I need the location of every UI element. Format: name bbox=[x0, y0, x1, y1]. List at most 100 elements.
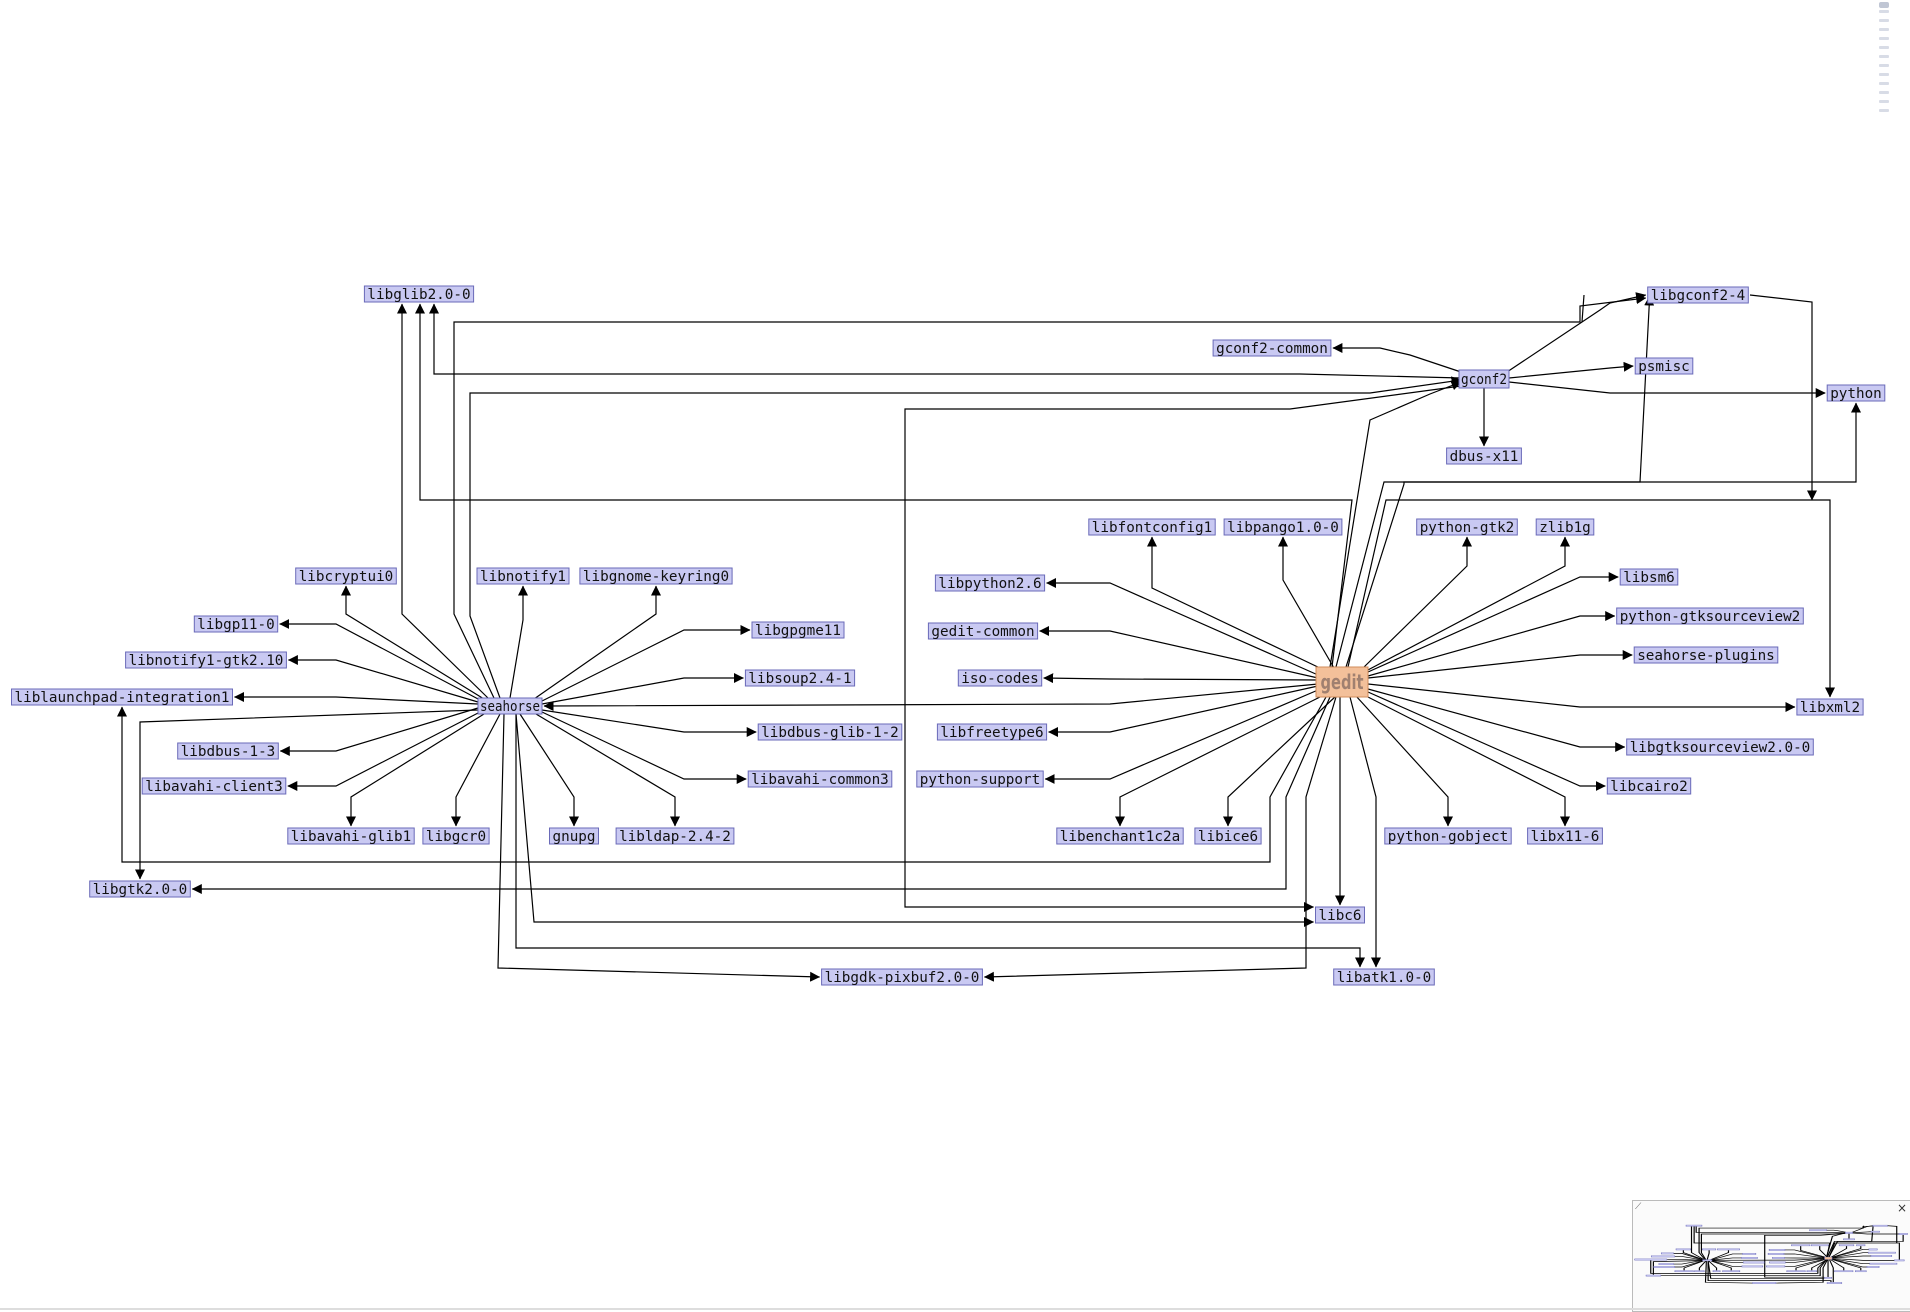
node-zlib1g[interactable]: zlib1g bbox=[1536, 519, 1594, 536]
node-label: libpango1.0-0 bbox=[1227, 520, 1339, 536]
node-label: libgtk2.0-0 bbox=[93, 882, 188, 898]
node-libgtk2[interactable]: libgtk2.0-0 bbox=[90, 881, 191, 898]
minimap-node bbox=[1753, 1282, 1776, 1283]
node-libsm6[interactable]: libsm6 bbox=[1620, 569, 1678, 586]
zoom-tick bbox=[1879, 64, 1889, 67]
node-gnupg[interactable]: gnupg bbox=[550, 828, 599, 845]
node-gconf2[interactable]: gconf2 bbox=[1459, 370, 1509, 388]
minimap-edge bbox=[1827, 1230, 1846, 1232]
node-libenchant[interactable]: libenchant1c2a bbox=[1057, 828, 1183, 845]
e-gedit-libfreetype bbox=[1049, 686, 1318, 732]
e-seahorse-libsoup bbox=[542, 678, 743, 704]
node-label: libnotify1-gtk2.10 bbox=[129, 653, 284, 669]
node-libavahiclient[interactable]: libavahi-client3 bbox=[142, 778, 286, 795]
minimap-node bbox=[1723, 1271, 1740, 1272]
node-libxml2[interactable]: libxml2 bbox=[1797, 699, 1863, 716]
zoom-knob[interactable] bbox=[1879, 2, 1889, 8]
node-libgconf2[interactable]: libgconf2-4 bbox=[1648, 287, 1749, 304]
node-pythongobject[interactable]: python-gobject bbox=[1385, 828, 1511, 845]
node-libfreetype[interactable]: libfreetype6 bbox=[937, 724, 1046, 741]
node-libnotifygtk[interactable]: libnotify1-gtk2.10 bbox=[126, 652, 287, 669]
node-libgtksourceview[interactable]: libgtksourceview2.0-0 bbox=[1627, 739, 1814, 756]
minimap-node bbox=[1844, 1239, 1855, 1240]
node-libnotify1[interactable]: libnotify1 bbox=[477, 568, 569, 585]
minimap-edge bbox=[1712, 1258, 1825, 1260]
e-seahorse-libavahicommon bbox=[542, 712, 746, 779]
minimap-node bbox=[1651, 1256, 1674, 1257]
node-libsoup[interactable]: libsoup2.4-1 bbox=[745, 670, 854, 687]
minimap-node bbox=[1791, 1245, 1809, 1246]
minimap-node bbox=[1899, 1233, 1907, 1234]
node-seahorseplugins[interactable]: seahorse-plugins bbox=[1634, 647, 1778, 664]
node-label: libx11-6 bbox=[1531, 829, 1600, 845]
node-geditcommon[interactable]: gedit-common bbox=[928, 623, 1037, 640]
minimap-node bbox=[1702, 1249, 1715, 1250]
node-libc6[interactable]: libc6 bbox=[1316, 907, 1365, 924]
node-libx11[interactable]: libx11-6 bbox=[1528, 828, 1603, 845]
node-libgnomekeyring[interactable]: libgnome-keyring0 bbox=[580, 568, 732, 585]
node-pythongtksourceview[interactable]: python-gtksourceview2 bbox=[1617, 608, 1804, 625]
node-libgpgme[interactable]: libgpgme11 bbox=[752, 622, 844, 639]
e-gedit-libpango bbox=[1283, 537, 1334, 668]
node-libavahiglib[interactable]: libavahi-glib1 bbox=[288, 828, 414, 845]
node-libatk[interactable]: libatk1.0-0 bbox=[1334, 969, 1435, 986]
node-label: libatk1.0-0 bbox=[1337, 970, 1432, 986]
zoom-tick bbox=[1879, 100, 1889, 103]
node-gedit[interactable]: gedit bbox=[1316, 667, 1368, 697]
zoom-tick bbox=[1879, 19, 1889, 22]
node-libpango[interactable]: libpango1.0-0 bbox=[1224, 519, 1342, 536]
overview-panel[interactable]: ⟋ × bbox=[1632, 1200, 1910, 1312]
zoom-tick bbox=[1879, 91, 1889, 94]
node-libglib2[interactable]: libglib2.0-0 bbox=[364, 286, 473, 303]
node-psmisc[interactable]: psmisc bbox=[1635, 358, 1693, 375]
minimap-node bbox=[1811, 1245, 1828, 1246]
node-libcryptui[interactable]: libcryptui0 bbox=[296, 568, 397, 585]
node-label: libglib2.0-0 bbox=[367, 287, 470, 303]
node-libgdkpixbuf[interactable]: libgdk-pixbuf2.0-0 bbox=[822, 969, 983, 986]
node-pythonsupport[interactable]: python-support bbox=[917, 771, 1043, 788]
zoom-slider[interactable] bbox=[1876, 2, 1892, 120]
e-gconf2-python bbox=[1509, 382, 1825, 393]
node-libgcr0[interactable]: libgcr0 bbox=[423, 828, 489, 845]
minimap-node bbox=[1635, 1259, 1667, 1260]
node-libpython[interactable]: libpython2.6 bbox=[935, 575, 1044, 592]
e-seahorse-gnupg bbox=[520, 714, 574, 826]
e-seahorse-libcryptui bbox=[346, 586, 484, 699]
node-label: python-support bbox=[920, 772, 1040, 788]
node-libldap[interactable]: libldap-2.4-2 bbox=[616, 828, 734, 845]
node-libfontconfig1[interactable]: libfontconfig1 bbox=[1089, 519, 1215, 536]
node-gconf2common[interactable]: gconf2-common bbox=[1213, 340, 1331, 357]
node-libdbusglib[interactable]: libdbus-glib-1-2 bbox=[758, 724, 902, 741]
node-seahorse[interactable]: seahorse bbox=[478, 698, 542, 715]
node-isocodes[interactable]: iso-codes bbox=[958, 670, 1041, 687]
e-seahorse-liblaunchpad bbox=[235, 697, 479, 704]
node-label: python-gobject bbox=[1388, 829, 1508, 845]
e-gedit-libglib2 bbox=[420, 304, 1352, 667]
node-liblaunchpad[interactable]: liblaunchpad-integration1 bbox=[12, 689, 233, 706]
node-label: gconf2 bbox=[1461, 372, 1507, 388]
node-label: liblaunchpad-integration1 bbox=[15, 690, 230, 706]
node-libcairo2[interactable]: libcairo2 bbox=[1607, 778, 1690, 795]
minimap-node bbox=[1659, 1263, 1674, 1264]
minimap-edge bbox=[1701, 1233, 1845, 1260]
node-label: libenchant1c2a bbox=[1060, 829, 1180, 845]
minimap-node bbox=[1871, 1231, 1879, 1232]
node-python[interactable]: python bbox=[1827, 385, 1885, 402]
node-libdbus1[interactable]: libdbus-1-3 bbox=[178, 743, 279, 760]
minimap-node bbox=[1695, 1271, 1705, 1272]
minimap-node bbox=[1870, 1263, 1897, 1264]
minimap-node bbox=[1855, 1271, 1866, 1272]
node-label: python-gtksourceview2 bbox=[1620, 609, 1801, 625]
minimap-node bbox=[1807, 1271, 1817, 1272]
e-seahorse-libnotifygtk bbox=[288, 660, 478, 702]
e-seahorse-libdbus1 bbox=[280, 708, 478, 751]
overview-minimap bbox=[1633, 1201, 1910, 1311]
node-libavahicommon[interactable]: libavahi-common3 bbox=[748, 771, 892, 788]
zoom-tick bbox=[1879, 46, 1889, 49]
zoom-tick bbox=[1879, 73, 1889, 76]
node-libice6[interactable]: libice6 bbox=[1195, 828, 1261, 845]
node-pythongtk2[interactable]: python-gtk2 bbox=[1417, 519, 1518, 536]
node-libgp11[interactable]: libgp11-0 bbox=[194, 616, 277, 633]
node-dbusx11[interactable]: dbus-x11 bbox=[1447, 448, 1522, 465]
